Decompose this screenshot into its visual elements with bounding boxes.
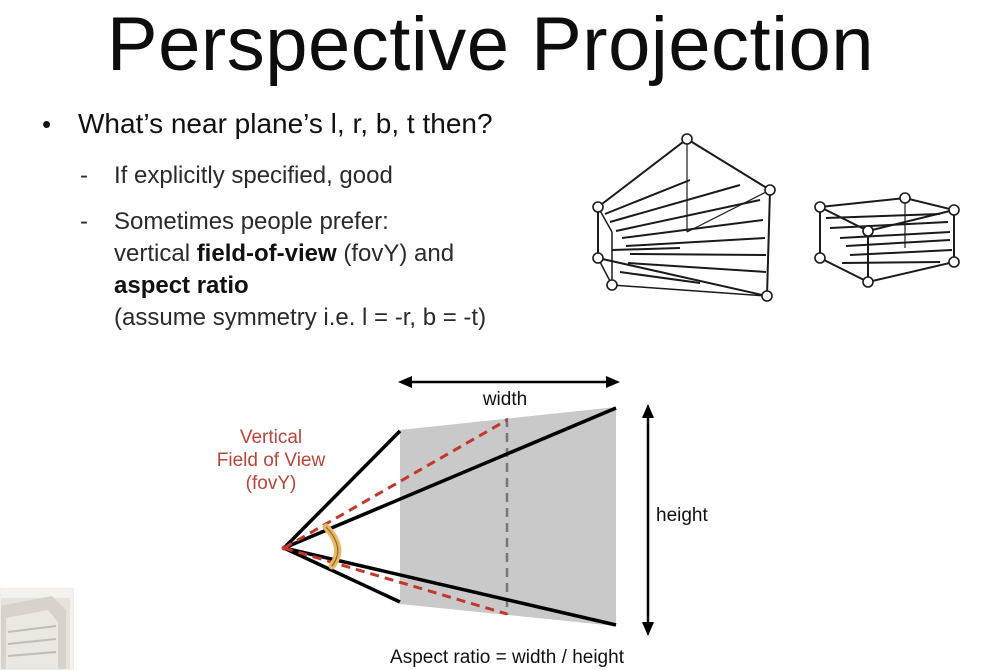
bullet-text: What’s near plane’s l, r, b, t then? [78,108,493,139]
width-label: width [482,389,527,410]
fov-label: Vertical Field of View (fovY) [217,427,326,494]
sub-bullet-text: If explicitly specified, good [114,162,393,189]
fov-label-line-3: (fovY) [246,473,297,494]
speaker-thumbnail [0,588,74,670]
fov-term: field-of-view [196,240,337,267]
preference-line-3: aspect ratio [114,270,486,302]
height-arrow [642,404,654,636]
sub-bullet-explicit: - If explicitly specified, good [80,160,600,192]
width-arrow [398,376,620,388]
height-label: height [656,505,708,526]
preference-line-1: Sometimes people prefer: [114,208,389,235]
fov-label-line-2: Field of View [217,450,326,471]
sub-bullet-text: Sometimes people prefer: vertical field-… [114,206,486,334]
frustum-icon [592,133,776,302]
main-bullet: • What’s near plane’s l, r, b, t then? [42,104,602,144]
fov-diagram: width height Aspect ratio = width / heig… [217,376,708,668]
aspect-term: aspect ratio [114,272,249,299]
sub-bullet-list: - If explicitly specified, good - Someti… [80,160,600,348]
preference-line-4: (assume symmetry i.e. l = -r, b = -t) [114,304,487,331]
aspect-ratio-label: Aspect ratio = width / height [390,647,625,668]
preference-line-2: vertical field-of-view (fovY) and [114,240,455,267]
bullet-dot: • [42,109,52,139]
cuboid-icon [814,192,960,288]
slide-title: Perspective Projection [106,2,875,87]
sub-bullet-preference: - Sometimes people prefer: vertical fiel… [80,206,600,334]
fov-label-line-1: Vertical [240,427,302,448]
